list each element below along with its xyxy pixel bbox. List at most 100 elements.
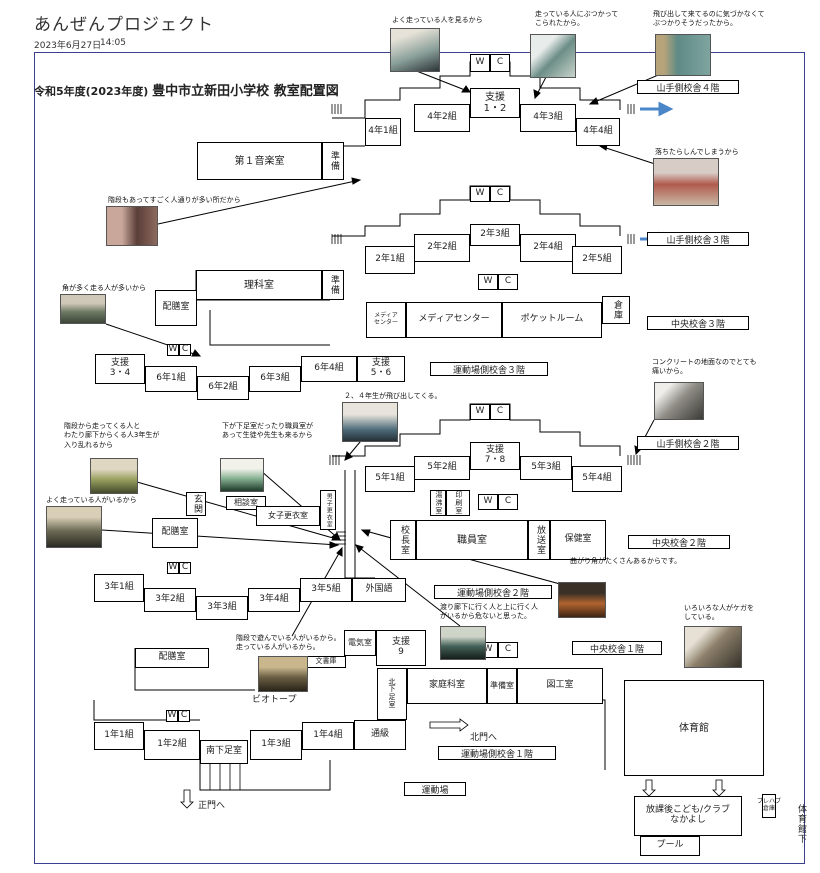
room-shien-3-4: 支援 3・4 [95, 354, 145, 384]
photo-14 [684, 626, 742, 668]
room-souko: 倉庫 [602, 296, 630, 324]
room-girls-changing: 女子更衣室 [256, 506, 320, 526]
comment-15: 階段で遊んでいる人がいるから。 走っている人がいるから。 [236, 634, 341, 652]
room-5-3: 5年3組 [520, 456, 572, 480]
room-kocho: 校長室 [390, 520, 416, 560]
room-after-school: 放課後こども/クラブ なかよし [634, 796, 742, 836]
room-science: 理科室 [196, 270, 322, 300]
photo-6 [60, 294, 106, 324]
comment-10: 下が下足室だったり職員室が あって生徒や先生も来るから [222, 422, 313, 440]
room-yuyu: 湯沸室 [430, 490, 446, 516]
comment-2: 走っている人にぶつかって こられたから。 [535, 10, 619, 28]
photo-3 [655, 34, 711, 76]
section-chuo-1f: 中央校舎１階 [572, 641, 662, 655]
map-title-era: 令和5年度(2023年度) [34, 85, 149, 98]
wc-1f2-w: W [166, 710, 178, 722]
room-tsukyu: 通級 [354, 720, 406, 750]
room-5-4: 5年4組 [572, 466, 622, 492]
gym-shita-label: 体 育 館 下 [798, 805, 808, 845]
time-label: 14:05 [100, 38, 126, 48]
photo-5 [106, 206, 158, 246]
room-4-4: 4年4組 [576, 118, 620, 146]
photo-15 [258, 656, 308, 692]
wc-2f3-w: W [167, 562, 179, 574]
seimon-label: 正門へ [198, 801, 226, 811]
room-insatsu: 印刷室 [446, 490, 470, 516]
room-6-1: 6年1組 [145, 366, 197, 392]
room-music-1: 第１音楽室 [197, 142, 322, 180]
room-bunsho: 文書庫 [306, 656, 346, 668]
date-label: 2023年6月27日 [34, 41, 102, 51]
room-zuko: 図工室 [517, 668, 603, 704]
comment-6: 角が多く走る人が多いから [62, 284, 146, 292]
room-prefab: プレハブ 倉庫 [757, 794, 781, 818]
room-3-4: 3年4組 [248, 588, 300, 612]
section-undo-1f: 運動場側校舎１階 [438, 746, 556, 760]
wc-2f3-c: C [179, 562, 191, 574]
room-3-1: 3年1組 [94, 574, 144, 602]
room-shien-5-6: 支援 5・6 [357, 356, 405, 382]
comment-4: 落ちたらしんでしまうから [655, 148, 739, 156]
room-1-3: 1年3組 [250, 730, 302, 760]
room-3-3: 3年3組 [196, 596, 248, 620]
photo-13 [440, 626, 486, 660]
comment-3: 飛び出して来てるのに気づかなくて ぶつかりそうだったから。 [653, 10, 765, 28]
photo-8 [342, 402, 398, 442]
photo-11 [46, 506, 102, 548]
wc-2f2-w: W [478, 494, 498, 510]
photo-2 [530, 34, 576, 78]
room-katei: 家庭科室 [407, 668, 487, 704]
room-boys-changing: 男子更衣室 [320, 490, 336, 530]
room-media-center: メディアセンター [406, 302, 502, 338]
photo-10 [220, 458, 264, 492]
kitamon-label: 北門へ [470, 733, 498, 743]
room-4-2: 4年2組 [414, 104, 470, 132]
room-2-3: 2年3組 [470, 224, 520, 246]
room-2-5: 2年5組 [572, 246, 622, 274]
room-pool: プール [640, 836, 700, 856]
room-hoso: 放送室 [528, 520, 550, 560]
wc-3f2-c: C [498, 274, 518, 290]
room-hoken: 保健室 [550, 520, 606, 560]
room-6-2: 6年2組 [197, 376, 249, 400]
photo-9 [90, 458, 138, 494]
photo-4 [653, 158, 719, 206]
room-1-1: 1年1組 [94, 722, 144, 750]
comment-9: 階段から走ってくる人と わたり廊下からくる人3年生が 入り乱れるから [64, 422, 160, 449]
section-yamate-2f: 山手側校舎２階 [637, 436, 739, 450]
wc-3f-c: C [490, 186, 510, 202]
wc-4f-c: C [490, 54, 510, 72]
room-1-2: 1年2組 [144, 730, 200, 760]
biotope-label: ビオトープ [252, 695, 297, 705]
wc-1f-c: C [498, 642, 518, 658]
playground-label: 運動場 [404, 782, 466, 796]
room-haizen-3f: 配膳室 [155, 290, 197, 326]
room-minami-geta: 南下足室 [200, 740, 248, 764]
map-title: 令和5年度(2023年度) 豊中市立新田小学校 教室配置図 [34, 80, 339, 99]
photo-1 [390, 28, 440, 72]
room-6-4: 6年4組 [301, 356, 357, 382]
room-2-2: 2年2組 [414, 234, 470, 262]
section-chuo-3f: 中央校舎３階 [647, 316, 749, 330]
wc-3f-w: W [470, 186, 490, 202]
section-undo-3f: 運動場側校舎３階 [430, 362, 548, 376]
comment-11: よく走っている人がいるから [46, 496, 137, 504]
room-1-4: 1年4組 [302, 722, 354, 750]
room-junbi-katei: 準備室 [487, 668, 517, 704]
room-junbi-music: 準備 [322, 142, 344, 180]
section-yamate-3f: 山手側校舎３階 [647, 232, 749, 246]
comment-14: いろいろな人がケガを している。 [684, 604, 754, 622]
comment-5: 階段もあってすごく人通りが多い所だから [108, 196, 241, 204]
room-5-2: 5年2組 [414, 456, 470, 480]
room-genkan: 玄関 [186, 492, 206, 516]
comment-1: よく走っている人を見るから [392, 16, 483, 24]
room-shokuin: 職員室 [416, 520, 528, 560]
room-2-1: 2年1組 [365, 246, 415, 274]
room-kita-geta: 北 下 足 室 [377, 668, 407, 720]
room-4-3: 4年3組 [520, 104, 576, 132]
room-gym: 体育館 [624, 680, 764, 776]
photo-12 [558, 582, 606, 618]
room-media-small: メディア センター [366, 302, 406, 338]
room-denki: 電気室 [344, 630, 376, 656]
room-pocket: ポケットルーム [502, 302, 602, 338]
